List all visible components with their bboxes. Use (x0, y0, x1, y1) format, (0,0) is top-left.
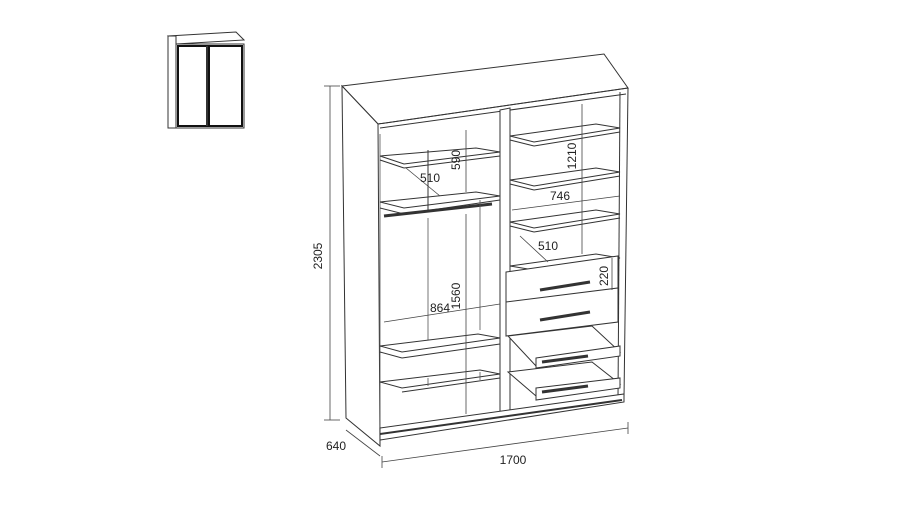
label-left-width: 864 (430, 301, 450, 315)
label-width-total: 1700 (500, 453, 527, 467)
label-hanging-height: 1560 (449, 282, 463, 309)
closed-wardrobe-icon (166, 31, 246, 129)
shelf-3 (509, 209, 621, 229)
drawer-2 (505, 287, 619, 337)
drawer-4-open (506, 361, 622, 401)
left-compartment (379, 147, 501, 393)
label-right-width: 746 (550, 189, 570, 203)
shelf-2 (509, 167, 621, 187)
label-shelf-gap-left: 590 (449, 150, 463, 170)
dimension-lines (324, 85, 629, 468)
label-upper-right-height: 1210 (565, 142, 579, 169)
label-height-total: 2305 (311, 242, 325, 269)
label-drawer-height: 220 (597, 266, 611, 286)
right-compartment (505, 123, 622, 401)
label-depth: 640 (326, 439, 346, 453)
drawer-3-open (506, 325, 622, 369)
label-shelf-depth-left: 510 (420, 171, 440, 185)
label-right-lower-depth: 510 (538, 239, 558, 253)
shelf-1 (509, 123, 621, 143)
